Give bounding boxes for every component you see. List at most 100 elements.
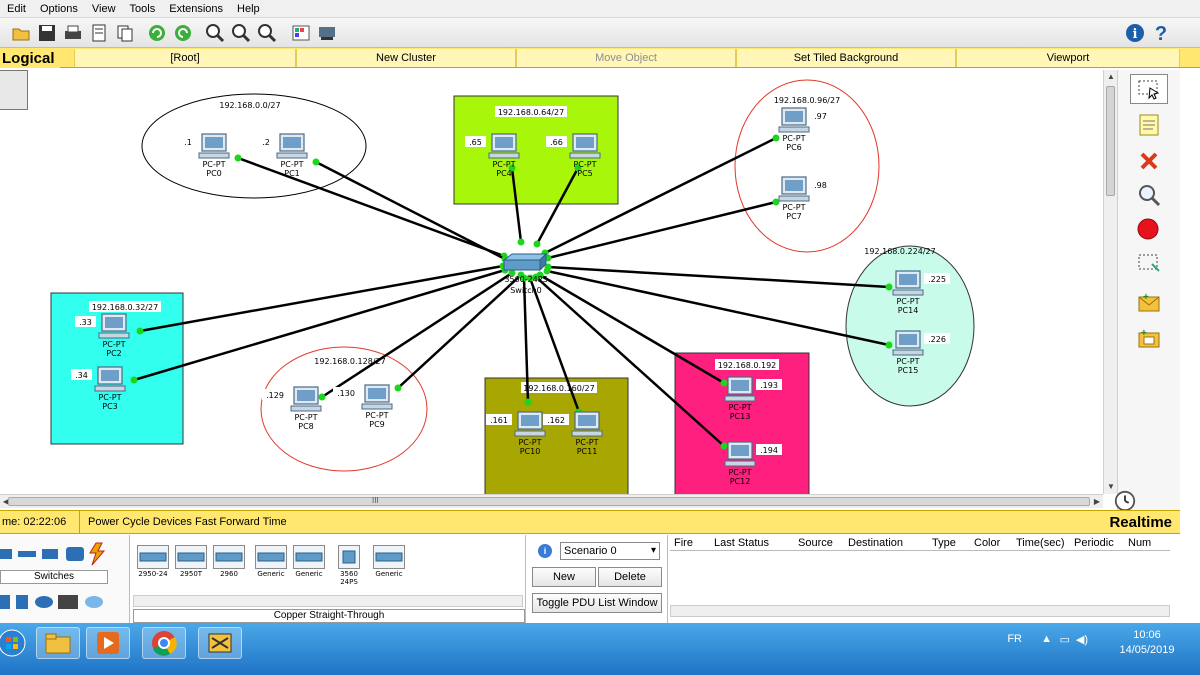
link-pc7[interactable] (547, 200, 777, 260)
pc-pc14[interactable] (892, 270, 924, 296)
link-pc13[interactable] (539, 273, 725, 385)
network-icon[interactable]: ▭ (1059, 634, 1070, 646)
print-icon[interactable] (62, 22, 84, 44)
end-devices-category-icon[interactable] (0, 595, 10, 609)
link-pc11[interactable] (528, 277, 581, 413)
col-fire[interactable]: Fire (674, 537, 693, 549)
col-source[interactable]: Source (798, 537, 833, 549)
pc-pc7[interactable] (778, 176, 810, 202)
palette-icon[interactable] (290, 22, 312, 44)
undo-icon[interactable] (146, 22, 168, 44)
custom-devices-icon[interactable] (316, 22, 338, 44)
link-pc8[interactable] (321, 271, 513, 399)
col-last-status[interactable]: Last Status (714, 537, 770, 549)
delete-scenario-button[interactable]: Delete (598, 567, 662, 587)
scroll-right-arrow[interactable]: ▶ (1093, 497, 1101, 506)
col-periodic[interactable]: Periodic (1074, 537, 1114, 549)
horizontal-scroll-thumb[interactable] (8, 497, 1090, 506)
logical-view-icon[interactable] (0, 70, 28, 110)
pc-pc10[interactable] (514, 411, 546, 437)
file-explorer-icon[interactable] (36, 627, 80, 659)
viewport-button[interactable]: Viewport (956, 49, 1180, 67)
draw-shape-tool-icon[interactable] (1130, 214, 1168, 244)
device-2950-24[interactable]: 2950-24 (135, 545, 171, 583)
select-tool-icon[interactable] (1130, 74, 1168, 104)
activity-wizard-icon[interactable] (88, 22, 110, 44)
link-pc6[interactable] (544, 136, 777, 255)
link-pc1[interactable] (315, 160, 506, 261)
device-generic-1[interactable]: Generic (253, 545, 289, 583)
pc-pc8[interactable] (290, 386, 322, 412)
device-list-scrollbar[interactable] (133, 595, 523, 607)
col-num[interactable]: Num (1128, 537, 1152, 549)
clock-time[interactable]: 10:06 (1133, 629, 1161, 641)
pc-pc1[interactable] (276, 133, 308, 159)
wireless-category-icon[interactable] (66, 547, 84, 561)
root-button[interactable]: [Root] (74, 49, 296, 67)
power-cycle-devices-button[interactable]: Power Cycle Devices (88, 516, 192, 528)
link-pc9[interactable] (397, 274, 522, 389)
resize-shape-tool-icon[interactable] (1130, 248, 1168, 278)
move-object-button[interactable]: Move Object (516, 49, 736, 67)
link-pc14[interactable] (547, 265, 890, 289)
link-pc5[interactable] (535, 167, 580, 245)
media-player-icon[interactable] (86, 627, 130, 659)
link-pc0[interactable] (237, 156, 505, 258)
col-type[interactable]: Type (932, 537, 956, 549)
switch-icon[interactable] (502, 252, 548, 272)
device-generic-3[interactable]: Generic (371, 545, 407, 583)
add-simple-pdu-icon[interactable]: + (1130, 288, 1168, 318)
col-time[interactable]: Time(sec) (1016, 537, 1065, 549)
note-tool-icon[interactable] (1130, 110, 1168, 140)
menu-help[interactable]: Help (237, 2, 260, 15)
volume-icon[interactable]: ◀) (1075, 634, 1088, 646)
fast-forward-time-button[interactable]: Fast Forward Time (194, 516, 287, 528)
col-destination[interactable]: Destination (848, 537, 904, 549)
link-pc10[interactable] (522, 277, 530, 403)
custom-made-devices-category-icon[interactable] (58, 595, 78, 609)
scenario-info-icon[interactable]: i (538, 544, 552, 558)
routers-category-icon[interactable] (0, 549, 12, 559)
pc-pc11[interactable] (571, 411, 603, 437)
pc-pc9[interactable] (361, 384, 393, 410)
link-pc2[interactable] (139, 264, 504, 333)
new-scenario-button[interactable]: New (532, 567, 596, 587)
canvas-vertical-scrollbar[interactable]: ▲ ▼ (1103, 70, 1117, 494)
col-color[interactable]: Color (974, 537, 1001, 549)
open-folder-icon[interactable] (10, 22, 32, 44)
multiuser-connection-category-icon[interactable] (85, 596, 103, 608)
link-pc15[interactable] (546, 269, 890, 347)
toggle-pdu-list-button[interactable]: Toggle PDU List Window (532, 593, 662, 613)
link-pc4[interactable] (510, 167, 523, 243)
pc-pc12[interactable] (724, 441, 756, 467)
zoom-in-icon[interactable] (204, 22, 226, 44)
set-tiled-background-button[interactable]: Set Tiled Background (736, 49, 956, 67)
menu-extensions[interactable]: Extensions (169, 2, 224, 15)
menu-options[interactable]: Options (39, 2, 78, 15)
menu-edit[interactable]: Edit (7, 2, 26, 15)
device-generic-2[interactable]: Generic (291, 545, 327, 583)
link-pc3[interactable] (133, 268, 506, 382)
new-cluster-button[interactable]: New Cluster (296, 49, 516, 67)
device-2960[interactable]: 2960 (211, 545, 247, 583)
scenario-select[interactable]: Scenario 0 (560, 542, 660, 560)
delete-tool-icon[interactable] (1130, 146, 1168, 176)
menu-view[interactable]: View (91, 2, 116, 15)
chrome-icon[interactable] (142, 627, 186, 659)
help-icon[interactable]: ? (1150, 22, 1172, 44)
tray-chevron-icon[interactable]: ▲ (1041, 633, 1052, 645)
pc-pc6[interactable] (778, 107, 810, 133)
scroll-left-arrow[interactable]: ◀ (2, 497, 10, 506)
pc-pc15[interactable] (892, 330, 924, 356)
scroll-up-arrow[interactable]: ▲ (1107, 72, 1115, 81)
pc-pc5[interactable] (569, 133, 601, 159)
pdu-table-scrollbar[interactable] (670, 605, 1170, 617)
packet-tracer-icon[interactable] (198, 627, 242, 659)
language-indicator[interactable]: FR (1007, 633, 1022, 645)
switches-category-icon[interactable] (18, 551, 36, 557)
realtime-mode-tab[interactable]: Realtime (1109, 514, 1172, 531)
logical-canvas[interactable]: 192.168.0.0/27 192.168.0.64/27 192.168.0… (0, 68, 1103, 494)
pc-pc0[interactable] (198, 133, 230, 159)
zoom-out-icon[interactable] (256, 22, 278, 44)
save-icon[interactable] (36, 22, 58, 44)
